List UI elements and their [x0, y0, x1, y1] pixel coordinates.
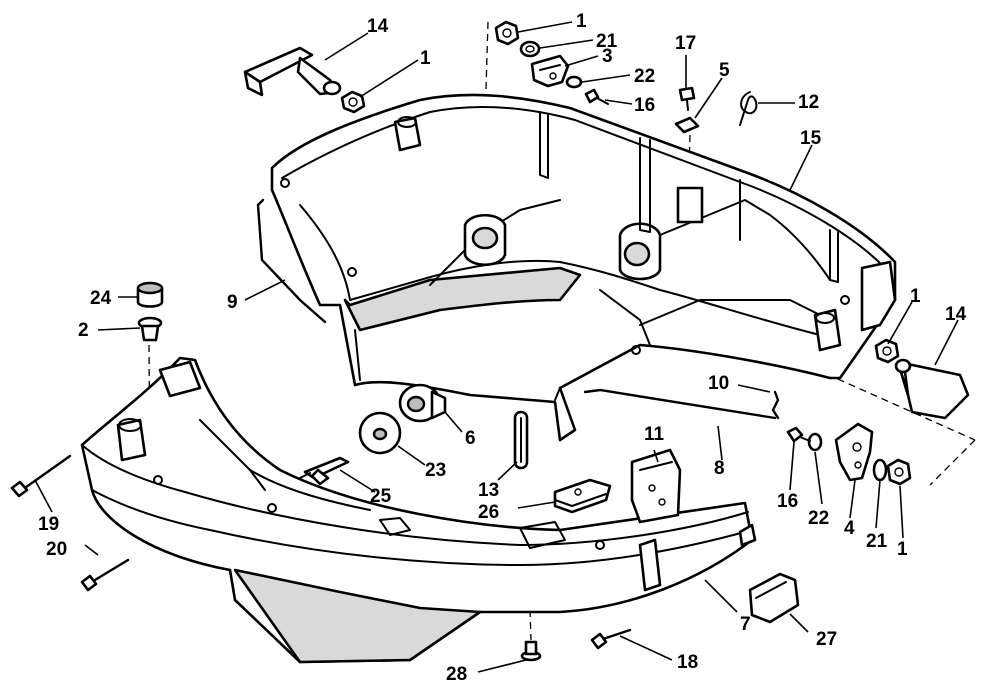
callout-1-top: 1	[576, 11, 587, 32]
nut-lower-right	[886, 458, 912, 486]
nut-upper-left	[340, 90, 366, 114]
callout-7: 7	[740, 614, 751, 635]
screw-17	[678, 86, 696, 111]
callout-12: 12	[798, 92, 819, 113]
lower-motor-cover	[80, 356, 757, 664]
clip-nut	[674, 116, 700, 134]
bolt-20	[80, 558, 130, 592]
callout-16-top: 16	[634, 95, 655, 116]
callout-22-lower: 22	[808, 508, 829, 529]
fastener-28	[520, 640, 542, 662]
callout-9: 9	[227, 292, 238, 313]
callout-17: 17	[675, 33, 696, 54]
callout-1-upper-left: 1	[420, 48, 431, 69]
nut-top-center	[494, 20, 520, 46]
plug-2	[137, 316, 163, 342]
callout-8: 8	[714, 458, 725, 479]
callout-27: 27	[816, 629, 837, 650]
callout-24: 24	[90, 288, 112, 309]
callout-21-lower: 21	[866, 531, 888, 552]
latch-bracket-lower	[834, 422, 874, 482]
stud-25	[299, 456, 350, 486]
callout-26: 26	[478, 502, 499, 523]
screw-top	[584, 88, 609, 105]
callout-labels: 14 1 1 21 3 22 16 17 5 12 15 9 24 2 1 14…	[38, 11, 967, 685]
callout-13: 13	[478, 480, 499, 501]
nut-right	[874, 338, 900, 364]
callout-21-top: 21	[596, 31, 618, 52]
grommet-24	[136, 281, 164, 308]
callout-5: 5	[719, 60, 730, 81]
washer-22-top	[565, 75, 583, 89]
callout-19: 19	[38, 514, 59, 535]
screw-lower	[786, 426, 811, 443]
upper-motor-cover	[270, 93, 897, 442]
callout-14-upper: 14	[367, 16, 389, 37]
callout-14-right: 14	[945, 304, 967, 325]
callout-18: 18	[677, 652, 698, 673]
grommet-23	[358, 411, 402, 455]
washer-lower	[872, 458, 888, 482]
callout-1-lower-right: 1	[897, 539, 908, 560]
cable-10	[583, 388, 780, 420]
callout-25: 25	[370, 486, 392, 507]
callout-2: 2	[78, 320, 89, 341]
callout-11: 11	[644, 424, 665, 445]
callout-16-lower: 16	[777, 491, 798, 512]
callout-3: 3	[602, 46, 613, 67]
bolt-18	[590, 628, 632, 650]
callout-23: 23	[425, 460, 446, 481]
handle-left	[243, 46, 342, 97]
callout-22-top: 22	[634, 66, 655, 87]
callout-4: 4	[844, 518, 855, 539]
latch-bracket-top	[530, 54, 570, 88]
grommet-6	[398, 383, 447, 423]
rubber-mount-26	[553, 478, 612, 514]
callout-20: 20	[46, 539, 67, 560]
leader-lines	[34, 21, 959, 673]
pad-27	[748, 572, 800, 624]
washer-22-lower	[807, 432, 823, 452]
washer-top	[519, 40, 541, 58]
hairpin-clip	[739, 91, 758, 126]
bolt-19	[10, 454, 72, 498]
handle-right	[894, 358, 970, 420]
cable-9	[256, 198, 327, 324]
callout-1-right: 1	[910, 286, 921, 307]
plate-11	[630, 448, 682, 524]
callout-28: 28	[446, 664, 467, 685]
callout-10: 10	[708, 373, 729, 394]
callout-15: 15	[800, 128, 822, 149]
callout-6: 6	[465, 428, 476, 449]
washer-top-hole	[525, 45, 535, 53]
